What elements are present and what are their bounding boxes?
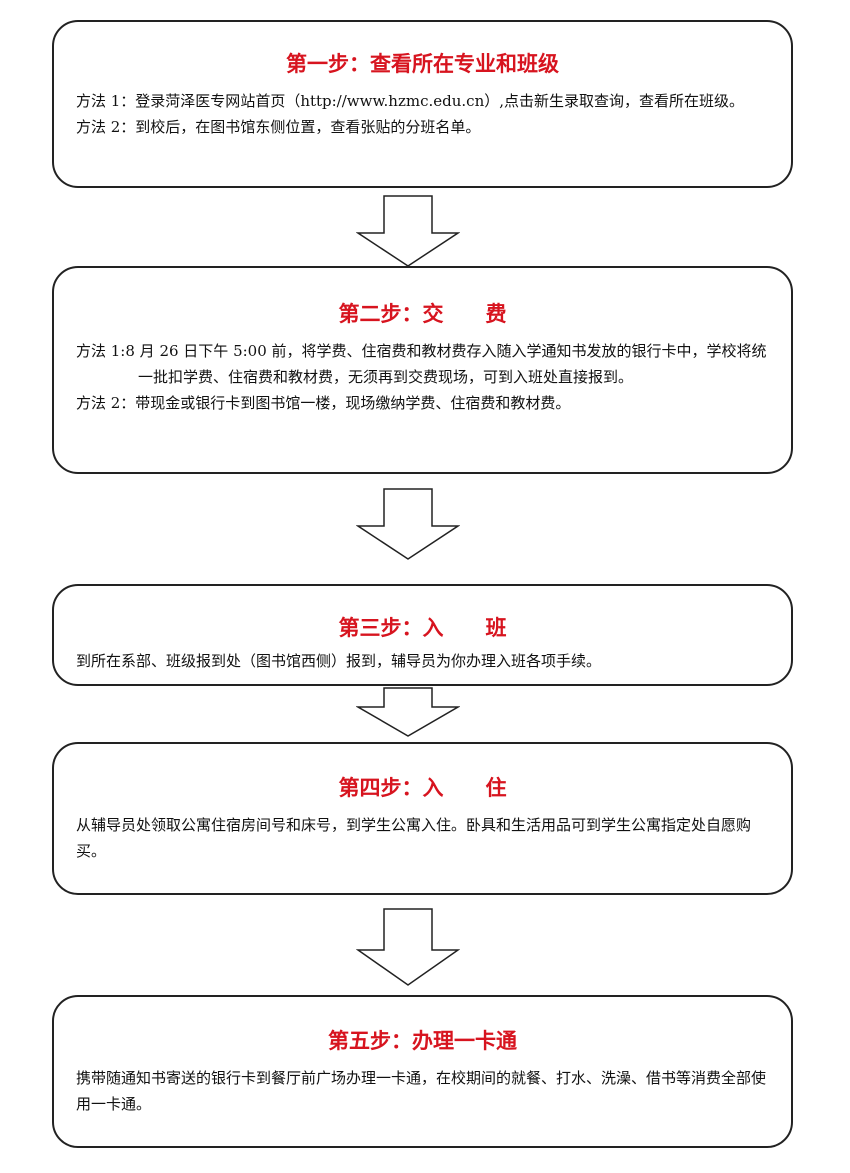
step-1-method-1: 方法 1：登录菏泽医专网站首页（http://www.hzmc.edu.cn）,… — [76, 92, 744, 110]
step-1-title: 第一步：查看所在专业和班级 — [286, 52, 559, 76]
step-1-method-2: 方法 2：到校后，在图书馆东侧位置，查看张贴的分班名单。 — [76, 118, 481, 136]
step-4-text: 从辅导员处领取公寓住宿房间号和床号，到学生公寓入住。卧具和生活用品可到学生公寓指… — [76, 816, 752, 860]
down-arrow-icon — [356, 488, 460, 560]
step-3-box: 第三步：入 班 到所在系部、班级报到处（图书馆西侧）报到，辅导员为你办理入班各项… — [52, 584, 793, 686]
step-3-title: 第三步：入 班 — [338, 616, 507, 640]
step-2-method-2: 方法 2：带现金或银行卡到图书馆一楼，现场缴纳学费、住宿费和教材费。 — [76, 394, 571, 412]
step-3-text: 到所在系部、班级报到处（图书馆西侧）报到，辅导员为你办理入班各项手续。 — [76, 652, 602, 670]
step-2-box: 第二步：交 费 方法 1:8 月 26 日下午 5:00 前，将学费、住宿费和教… — [52, 266, 793, 474]
down-arrow-icon — [356, 687, 460, 737]
step-2-title: 第二步：交 费 — [338, 302, 507, 326]
down-arrow-icon — [356, 195, 460, 267]
step-2-method-1: 方法 1:8 月 26 日下午 5:00 前，将学费、住宿费和教材费存入随入学通… — [76, 342, 767, 386]
step-5-title: 第五步：办理一卡通 — [328, 1029, 517, 1053]
step-5-text: 携带随通知书寄送的银行卡到餐厅前广场办理一卡通，在校期间的就餐、打水、洗澡、借书… — [76, 1069, 767, 1113]
step-4-title: 第四步：入 住 — [338, 776, 507, 800]
step-5-box: 第五步：办理一卡通 携带随通知书寄送的银行卡到餐厅前广场办理一卡通，在校期间的就… — [52, 995, 793, 1148]
down-arrow-icon — [356, 908, 460, 986]
step-4-box: 第四步：入 住 从辅导员处领取公寓住宿房间号和床号，到学生公寓入住。卧具和生活用… — [52, 742, 793, 895]
step-1-box: 第一步：查看所在专业和班级 方法 1：登录菏泽医专网站首页（http://www… — [52, 20, 793, 188]
